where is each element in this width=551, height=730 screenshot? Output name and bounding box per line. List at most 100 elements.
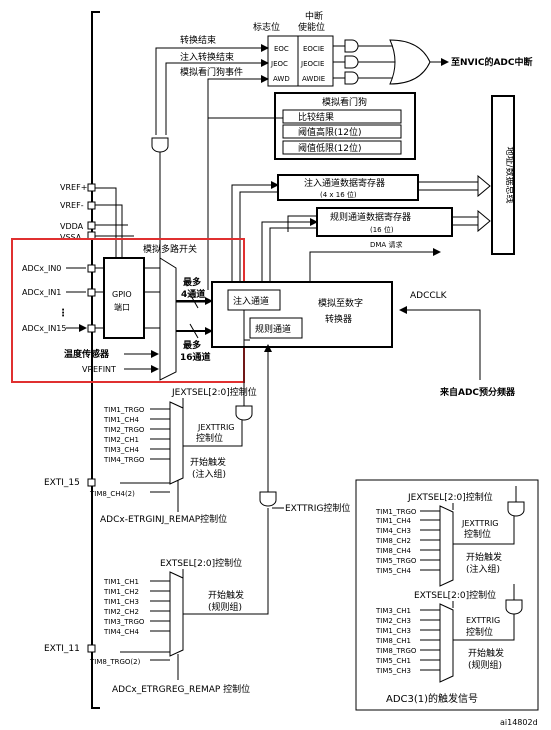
adc3-extsel-label: EXTSEL[2:0]控制位 bbox=[414, 589, 496, 601]
mux-title: 模拟多路开关 bbox=[143, 243, 197, 255]
inj-channel-label: 注入通道 bbox=[233, 295, 269, 307]
input-in15: ADCx_IN15 bbox=[22, 324, 66, 333]
enable-eocie: EOCIE bbox=[303, 45, 324, 53]
awd-event-label: 模拟看门狗事件 bbox=[180, 66, 243, 78]
tim8-ch4-label: TIM8_CH4(2) bbox=[89, 490, 135, 498]
adc3-jext-input-list: TIM1_TRGO TIM1_CH4 TIM4_CH3 TIM8_CH2 TIM… bbox=[375, 508, 417, 575]
adc3-regular-mux bbox=[439, 603, 454, 683]
adc-core-line1: 模拟至数字 bbox=[318, 297, 363, 309]
reg-group-label: (规则组) bbox=[208, 601, 242, 613]
flag-header: 标志位 bbox=[253, 21, 280, 33]
regular-trigger-mux bbox=[169, 571, 184, 657]
vdda-label: VDDA bbox=[60, 222, 84, 231]
or-gate bbox=[389, 39, 431, 85]
adc3-reg-group: (规则组) bbox=[468, 659, 502, 671]
flag-awd: AWD bbox=[273, 75, 290, 83]
max4-line2: 4通道 bbox=[181, 288, 205, 300]
etrginj-remap-label: ADCx-ETRGINJ_REMAP控制位 bbox=[100, 513, 227, 525]
vrefint-label: VREFINT bbox=[82, 365, 116, 374]
inj-end-line bbox=[165, 59, 269, 135]
gpio-port-label: 端口 bbox=[114, 302, 130, 312]
main-bus-line bbox=[91, 11, 100, 709]
jexttrig-label: JEXTTRIG bbox=[197, 423, 235, 432]
adc3-start-inj: 开始触发 bbox=[466, 551, 502, 563]
inj-group-label: (注入组) bbox=[192, 468, 226, 480]
gpio-label: GPIO bbox=[112, 290, 132, 299]
conv-end-line bbox=[155, 44, 269, 135]
input-in0: ADCx_IN0 bbox=[22, 264, 61, 273]
adc3-ext-input: TIM1_CH3 bbox=[375, 627, 411, 635]
adc3-jexttrig-label: JEXTTRIG bbox=[461, 519, 499, 528]
ext-input: TIM1_CH3 bbox=[103, 598, 139, 606]
adc3-jext-input: TIM8_CH2 bbox=[375, 537, 411, 545]
and-gate-awd bbox=[344, 71, 359, 85]
tim8-trgo-label: TIM8_TRGO(2) bbox=[89, 658, 141, 666]
jext-input: TIM2_TRGO bbox=[103, 426, 145, 434]
reg-channel-box bbox=[249, 317, 303, 339]
gpio-port bbox=[103, 257, 145, 339]
adc3-ext-input-list: TIM3_CH1 TIM2_CH3 TIM1_CH3 TIM8_CH1 TIM8… bbox=[375, 607, 417, 675]
max4-line1: 最多 bbox=[183, 276, 201, 288]
reg-channel-label: 规则通道 bbox=[255, 323, 291, 335]
flag-eoc: EOC bbox=[274, 45, 289, 53]
watchdog-low: 阈值低限(12位) bbox=[298, 142, 361, 154]
analog-mux bbox=[159, 257, 177, 381]
reg-data-register bbox=[316, 207, 453, 237]
adc3-jextsel-label: JEXTSEL[2:0]控制位 bbox=[407, 491, 493, 503]
adc3-jext-input: TIM1_CH4 bbox=[375, 517, 411, 525]
to-nvic-label: 至NVIC的ADC中断 bbox=[451, 56, 533, 68]
adc3-jext-input: TIM8_CH4 bbox=[375, 547, 411, 555]
flag-jeoc: JEOC bbox=[270, 60, 288, 68]
reg-reg-size: (16 位) bbox=[370, 225, 394, 234]
adc3-exttrig-ctrl-label: 控制位 bbox=[466, 626, 493, 638]
adc-core-line2: 转换器 bbox=[325, 313, 352, 325]
jext-and-gate bbox=[235, 405, 253, 421]
jext-input: TIM1_TRGO bbox=[103, 406, 145, 414]
inj-channel-box bbox=[227, 289, 281, 311]
inj-bus-arrow bbox=[477, 174, 491, 198]
enable-awdie: AWDIE bbox=[302, 75, 325, 83]
reg-bus-arrow bbox=[477, 209, 491, 233]
adc3-ext-input: TIM8_CH1 bbox=[375, 637, 411, 645]
max16-line2: 16通道 bbox=[180, 351, 211, 363]
etrgreg-remap-label: ADCx_ETRGREG_REMAP 控制位 bbox=[112, 683, 250, 695]
adc3-jext-input: TIM1_TRGO bbox=[375, 508, 417, 516]
adc3-jext-input: TIM4_CH3 bbox=[375, 527, 411, 535]
address-bus-label: 地址/数据总线 bbox=[504, 146, 516, 203]
start-trig-reg: 开始触发 bbox=[208, 589, 244, 601]
adcclk-label: ADCCLK bbox=[410, 291, 448, 301]
from-prescaler-label: 来自ADC预分频器 bbox=[439, 386, 516, 398]
input-in1: ADCx_IN1 bbox=[22, 288, 61, 297]
inj-reg-size: (4 x 16 位) bbox=[320, 190, 357, 199]
exttrig-ctrl-label: EXTTRIG控制位 bbox=[285, 502, 350, 514]
dma-request-label: DMA 请求 bbox=[370, 240, 402, 249]
temp-sensor-label: 温度传感器 bbox=[64, 348, 110, 360]
ext-input: TIM2_CH2 bbox=[103, 608, 139, 616]
ext-input: TIM1_CH2 bbox=[103, 588, 139, 596]
and-gate-eoc bbox=[344, 39, 359, 53]
figure-id: ai14802d bbox=[500, 718, 538, 727]
ext-input-list: TIM1_CH1 TIM1_CH2 TIM1_CH3 TIM2_CH2 TIM3… bbox=[103, 578, 145, 636]
adc3-jext-input: TIM5_CH4 bbox=[375, 567, 411, 575]
address-bus bbox=[491, 95, 515, 255]
enable-box bbox=[297, 35, 334, 87]
reg-reg-title: 规则通道数据寄存器 bbox=[330, 211, 411, 223]
extsel-ctrl-label: EXTSEL[2:0]控制位 bbox=[160, 557, 242, 569]
adc3-jext-and-gate bbox=[507, 501, 525, 517]
adc3-jexttrig-ctrl-label: 控制位 bbox=[464, 528, 491, 540]
inj-reg-title: 注入通道数据寄存器 bbox=[304, 177, 385, 189]
adc3-exttrig-label: EXTTRIG bbox=[466, 616, 500, 625]
jext-input: TIM1_CH4 bbox=[103, 416, 139, 424]
adc3-trigger-title: ADC3(1)的触发信号 bbox=[386, 692, 478, 705]
jexttrig-ctrl-label: 控制位 bbox=[196, 432, 223, 444]
jext-input: TIM2_CH1 bbox=[103, 436, 139, 444]
vref-minus-label: VREF- bbox=[60, 201, 84, 210]
adc3-injected-mux bbox=[439, 505, 454, 587]
adc3-ext-input: TIM5_CH3 bbox=[375, 667, 411, 675]
watchdog-compare: 比较结果 bbox=[298, 111, 334, 123]
jext-input-list: TIM1_TRGO TIM1_CH4 TIM2_TRGO TIM2_CH1 TI… bbox=[103, 406, 145, 464]
adc3-ext-and-gate bbox=[505, 599, 523, 615]
enable-jeocie: JEOCIE bbox=[300, 60, 324, 68]
